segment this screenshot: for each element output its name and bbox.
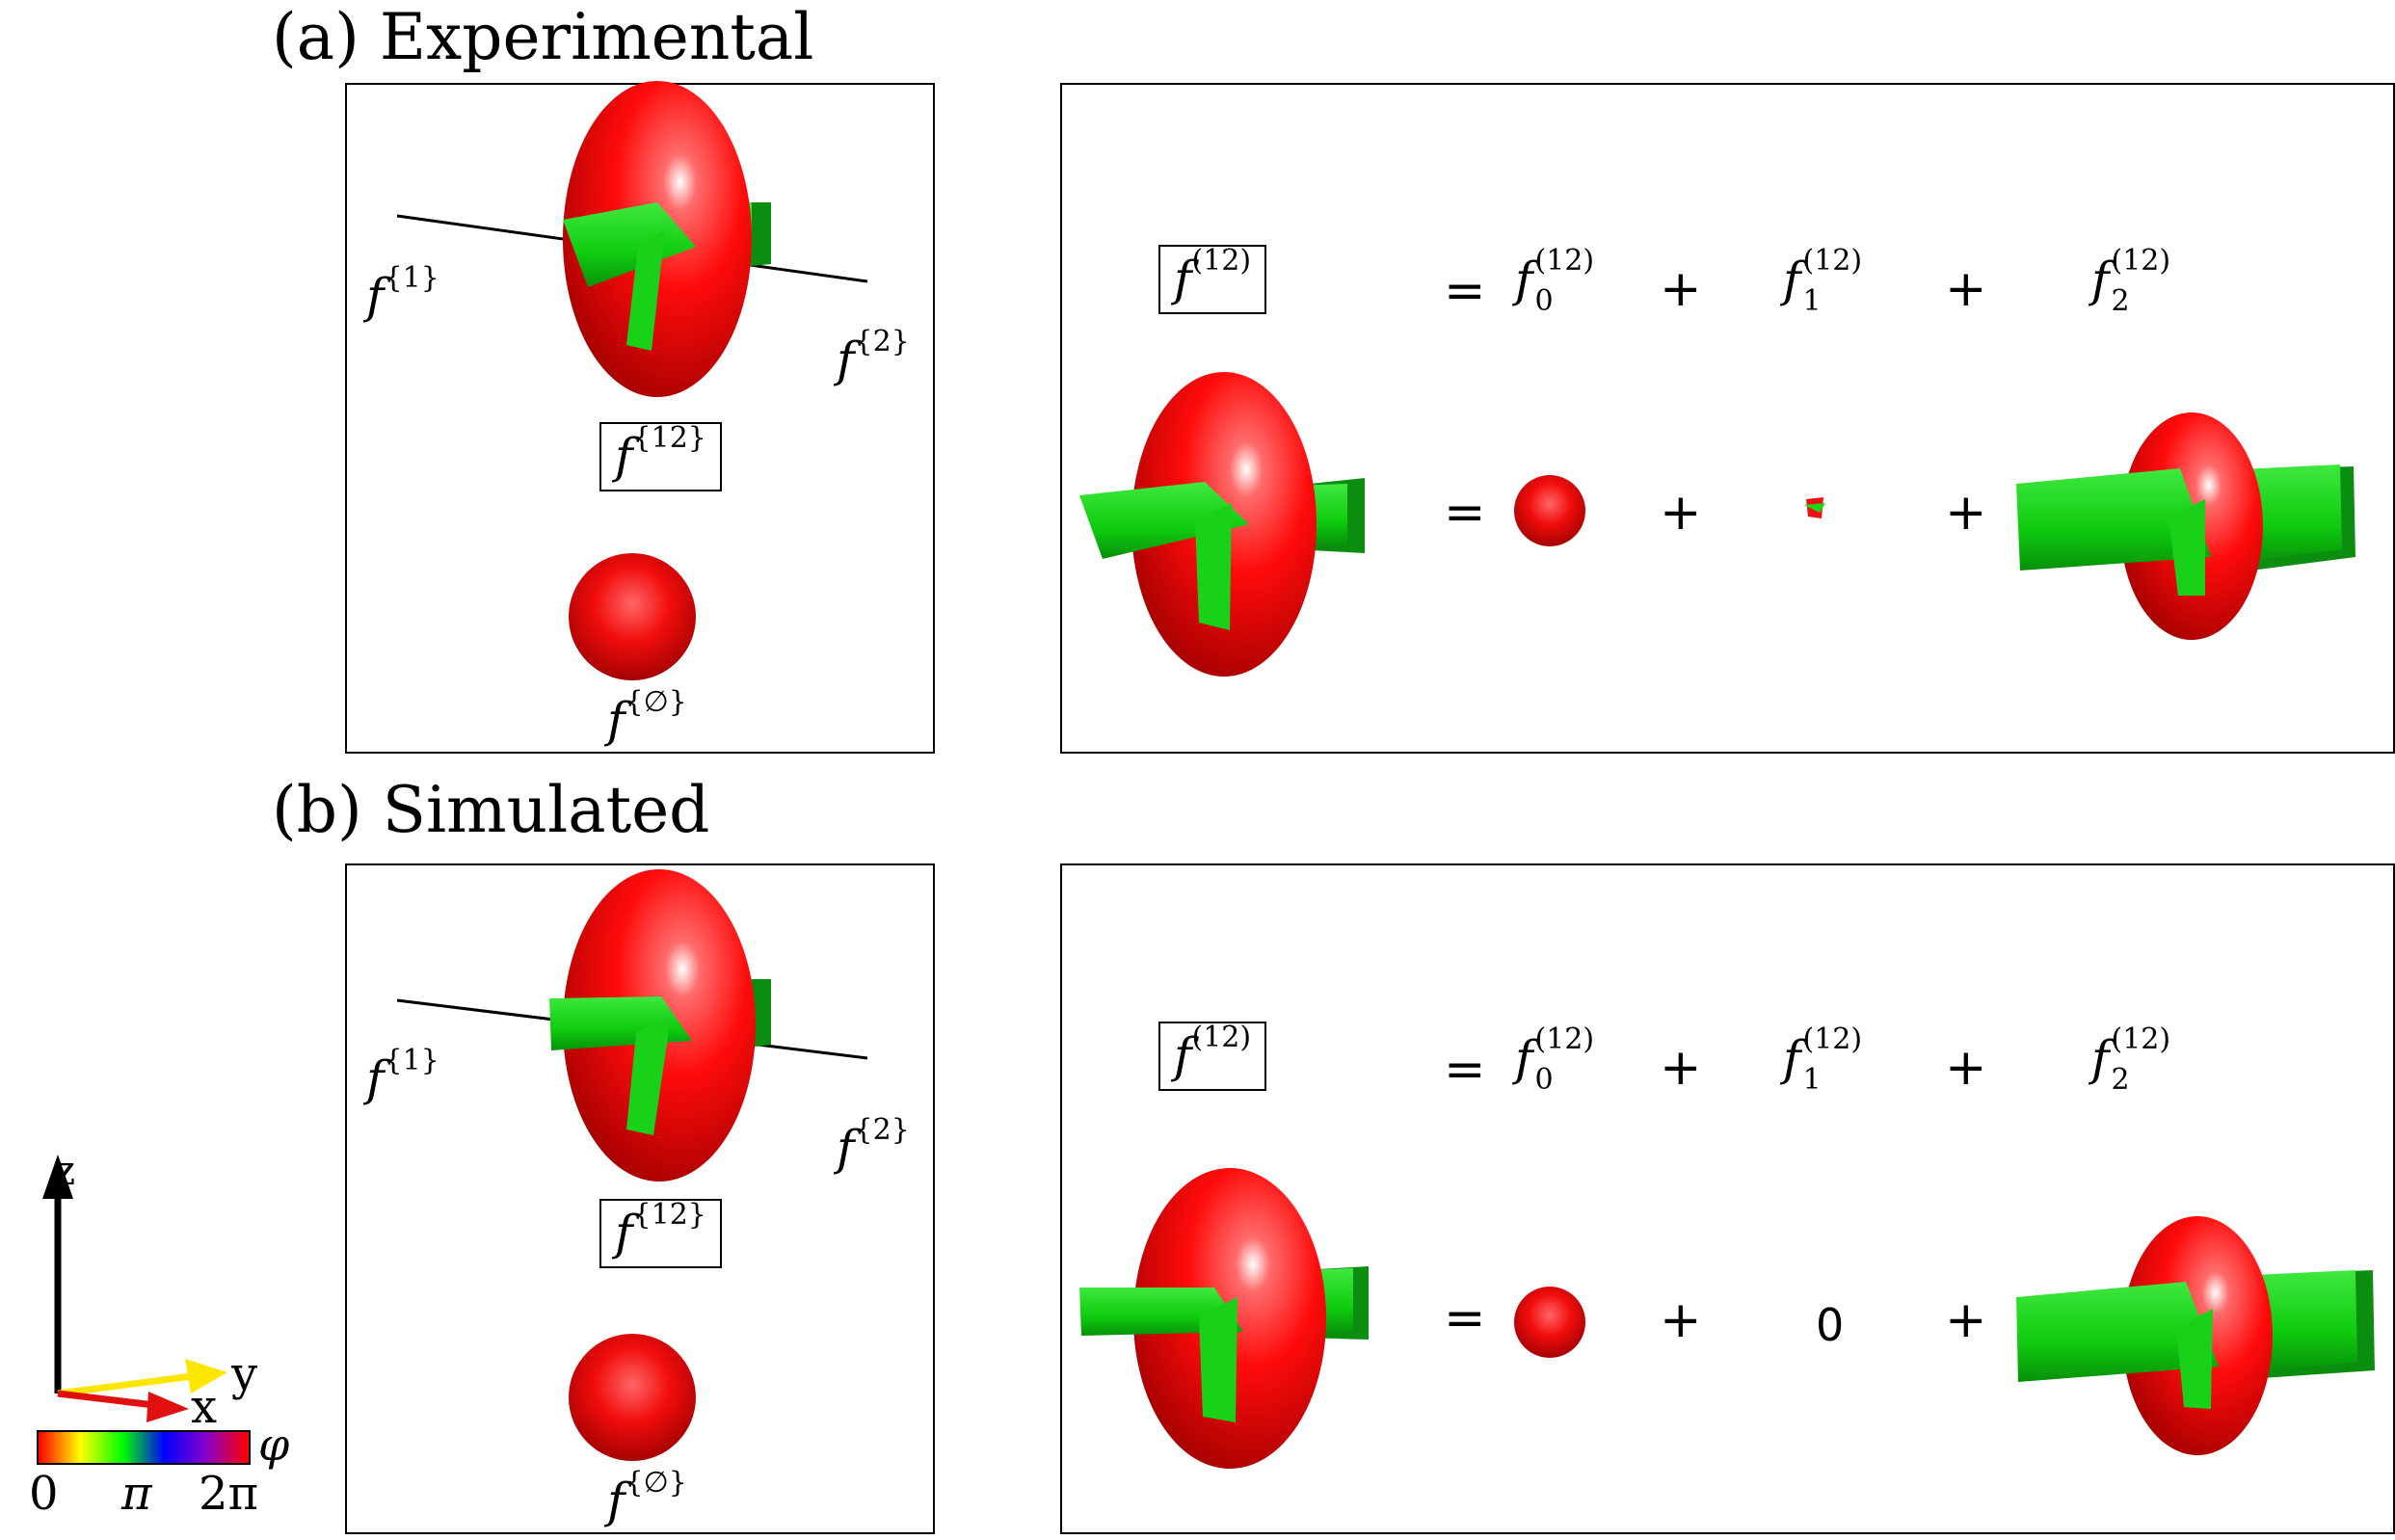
eq-sign: = xyxy=(1444,262,1486,320)
colorbar-label: φ xyxy=(258,1419,290,1471)
combined-shape xyxy=(549,869,771,1182)
axis-y-label: y xyxy=(231,1347,258,1401)
eq-f12-0: f(12)0 xyxy=(1515,1022,1595,1097)
eq-f12-1: f(12)1 xyxy=(1783,244,1863,318)
panel-b-left-box: f{1} f{2} f{12} f{∅} xyxy=(345,863,935,1534)
eq-sign: = xyxy=(1444,1041,1486,1099)
label-fempty: f{∅} xyxy=(607,1466,687,1528)
label-f12: f{12} xyxy=(599,1199,722,1268)
plus-sign: + xyxy=(1945,260,1987,318)
eq-f12-1: f(12)1 xyxy=(1783,1022,1863,1097)
eq-f12-0: f(12)0 xyxy=(1515,244,1595,318)
zero-term: 0 xyxy=(1816,1299,1845,1351)
sphere xyxy=(569,1334,696,1461)
panel-a-title: (a) Experimental xyxy=(272,0,814,74)
label-fempty: f{∅} xyxy=(607,685,687,748)
eq-f12-2: f(12)2 xyxy=(2091,244,2171,318)
plus-sign: + xyxy=(1945,484,1987,542)
axis-x-label: x xyxy=(191,1380,218,1434)
sphere xyxy=(1514,475,1585,546)
axes-triad xyxy=(42,1155,227,1422)
combined-shape xyxy=(1079,372,1365,677)
eq-f12: f(12) xyxy=(1158,245,1267,314)
plus-sign: + xyxy=(1660,484,1702,542)
label-f2: f{2} xyxy=(837,1113,910,1176)
plus-sign: + xyxy=(1660,1291,1702,1349)
label-f1: f{1} xyxy=(366,261,439,324)
combined-shape xyxy=(2016,1216,2375,1455)
panel-a-right-box: f(12) = f(12)0 + f(12)1 + f(12)2 = + + xyxy=(1060,83,2395,754)
tiny-shape xyxy=(1804,497,1825,518)
colorbar-tick-2pi: 2π xyxy=(199,1467,259,1521)
combined-shape xyxy=(2016,412,2355,640)
panel-b-title: (b) Simulated xyxy=(272,773,710,847)
combined-shape xyxy=(1079,1168,1369,1469)
plus-sign: + xyxy=(1660,260,1702,318)
sphere xyxy=(569,553,696,680)
label-f12: f{12} xyxy=(599,422,722,491)
combined-shape xyxy=(563,81,771,397)
plus-sign: + xyxy=(1660,1039,1702,1097)
label-f2: f{2} xyxy=(837,325,910,387)
colorbar xyxy=(37,1430,251,1465)
colorbar-tick-0: 0 xyxy=(29,1467,59,1521)
panel-a-left-box: f{1} f{2} f{12} f{∅} xyxy=(345,81,935,754)
eq-sign: = xyxy=(1444,484,1486,542)
plus-sign: + xyxy=(1945,1291,1987,1349)
label-f1: f{1} xyxy=(366,1044,439,1106)
eq-f12-2: f(12)2 xyxy=(2091,1022,2171,1097)
eq-sign: = xyxy=(1444,1289,1486,1347)
panel-b-right-box: f(12) = f(12)0 + f(12)1 + f(12)2 = + 0 + xyxy=(1060,863,2395,1534)
eq-f12: f(12) xyxy=(1158,1022,1267,1091)
axis-z-label: z xyxy=(54,1147,76,1194)
plus-sign: + xyxy=(1945,1039,1987,1097)
colorbar-tick-pi: π xyxy=(121,1467,152,1521)
sphere xyxy=(1514,1287,1585,1358)
